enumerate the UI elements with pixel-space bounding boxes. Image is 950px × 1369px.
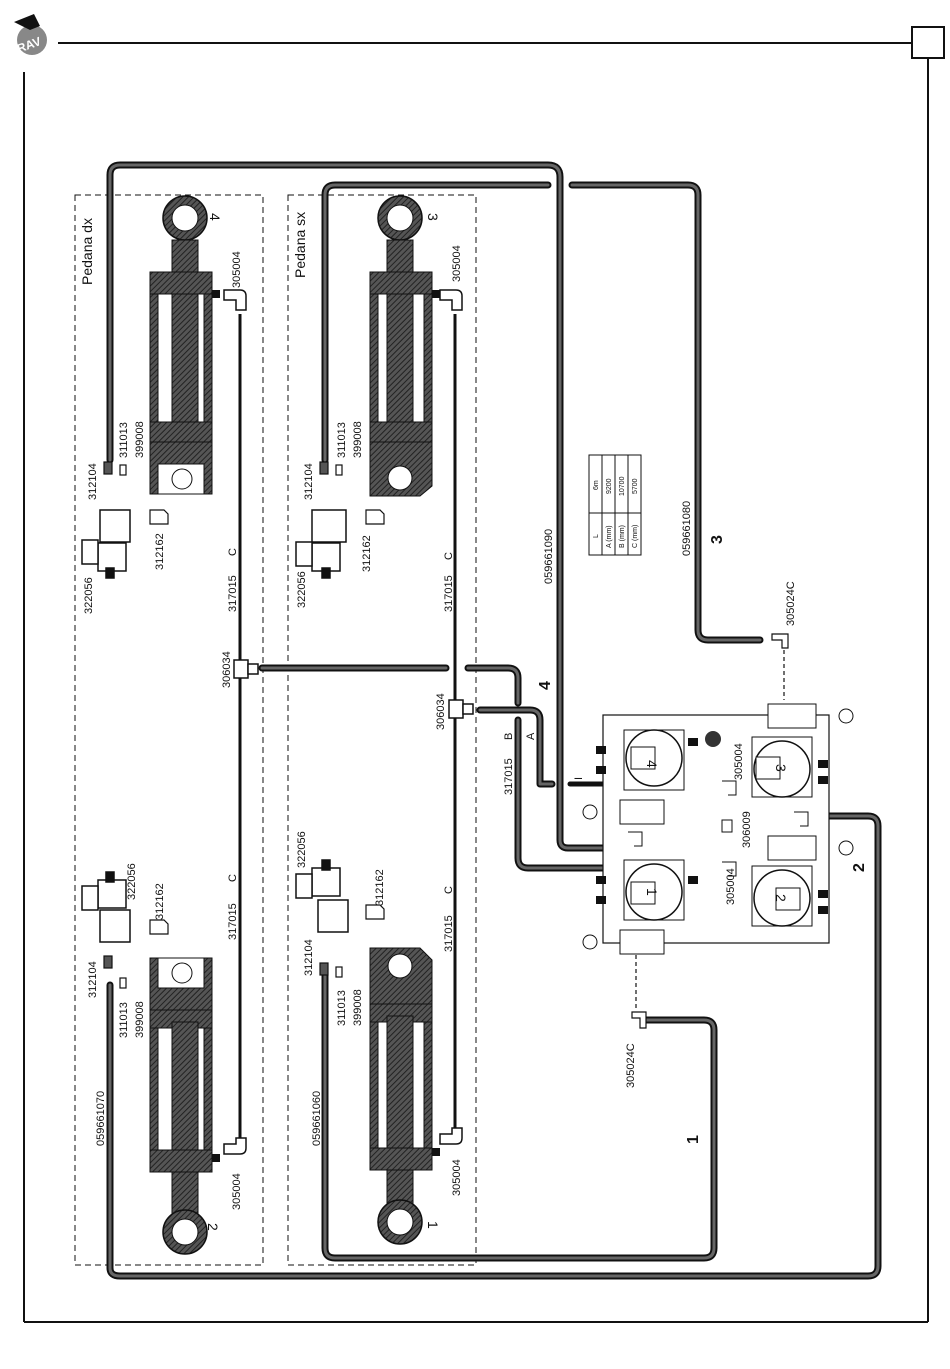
part-label: 305004 [231,251,243,288]
valve-3-number: 3 [773,764,789,772]
part-label: 317015 [443,575,455,612]
part-label: B [503,733,515,740]
part-label: 322056 [126,863,138,900]
part-label: 317015 [227,903,239,940]
part-label: 306034 [221,651,233,688]
part-label: 305004 [725,868,737,905]
part-label: 305004 [231,1173,243,1210]
part-label: 399008 [352,989,364,1026]
valve-2-number: 2 [773,894,789,902]
part-label: 312104 [87,463,99,500]
part-label: 399008 [352,421,364,458]
table-header-value: 6m [593,480,600,490]
part-labels: 305004 305004 305004 305004 305004 30500… [83,245,797,1210]
table-row-label: A (mm) [606,525,613,548]
part-label: C [443,886,455,894]
part-label: 317015 [503,758,515,795]
part-label: 312162 [154,883,166,920]
cylinder-1 [369,947,440,1245]
part-label: C [227,548,239,556]
hose-label: 059661060 [311,1091,323,1146]
elbow-fittings [223,289,463,1155]
tee-fittings [233,659,474,719]
part-label: 312104 [87,961,99,998]
table-row-value: 10700 [619,476,626,496]
cylinder-3 [369,195,440,497]
part-label: 311013 [118,1002,130,1038]
part-label: C [227,874,239,882]
hose-label: 059661070 [95,1091,107,1146]
valve-block [582,703,854,955]
line-number-1: 1 [685,1135,702,1144]
part-label: 399008 [134,1001,146,1038]
cylinder-2-number: 2 [205,1223,221,1231]
panel-right-label: Pedana dx [79,218,95,285]
table-row-label: C (mm) [632,525,639,548]
panel-right-outline [74,194,264,1266]
part-label: 305004 [451,245,463,282]
corner-box [911,26,945,59]
hose-label: 059661090 [543,529,555,584]
cylinder-1-number: 1 [425,1221,441,1229]
part-label: C [443,552,455,560]
part-label: 322056 [296,831,308,868]
part-label: 311013 [336,990,348,1026]
table-row-value: 9200 [606,478,613,494]
page-frame [23,26,945,1323]
cylinder-3-number: 3 [425,213,441,221]
small-fittings [103,461,385,989]
part-label: 305024C [625,1043,637,1088]
line-number-2: 2 [851,863,868,872]
length-table: L 6m A (mm) 9200 B (mm) 10700 C (mm) 570… [588,454,642,556]
part-label: 399008 [134,421,146,458]
part-label: 317015 [443,915,455,952]
table-row-value: 5700 [632,478,639,494]
cylinder-2 [149,957,220,1255]
part-label: 312162 [374,869,386,906]
part-label: 312104 [303,463,315,500]
part-label: 311013 [336,422,348,458]
part-label: 317015 [227,575,239,612]
cylinder-4 [149,195,220,495]
part-label: 305004 [451,1159,463,1196]
panel-left-outline [287,194,477,1266]
part-label: A [525,732,537,740]
part-label: 312104 [303,939,315,976]
part-label: I [573,777,585,780]
thin-tubes [238,314,457,1140]
gauge-fittings [631,633,789,1029]
table-row-label: B (mm) [619,525,626,548]
part-label: 312162 [361,535,373,572]
part-label: 306034 [435,693,447,730]
solenoid-valves [81,509,349,943]
part-label: 322056 [83,577,95,614]
hose-network [106,161,882,1280]
line-number-3: 3 [709,535,726,544]
valve-4-number: 4 [644,760,660,768]
part-label: 312162 [154,533,166,570]
cylinder-4-number: 4 [207,213,223,221]
hose-labels: 059661070 059661060 059661090 059661080 … [95,501,868,1146]
part-label: 306009 [741,811,753,848]
line-number-4: 4 [537,681,554,690]
part-label: 305024C [785,581,797,626]
table-header-label: L [593,534,600,538]
brand-logo: RAV [14,14,47,56]
panel-left-label: Pedana sx [292,212,308,278]
hose-label: 059661080 [681,501,693,556]
part-label: 311013 [118,422,130,458]
part-label: 305004 [733,743,745,780]
part-label: 322056 [296,571,308,608]
valve-1-number: 1 [644,888,660,896]
